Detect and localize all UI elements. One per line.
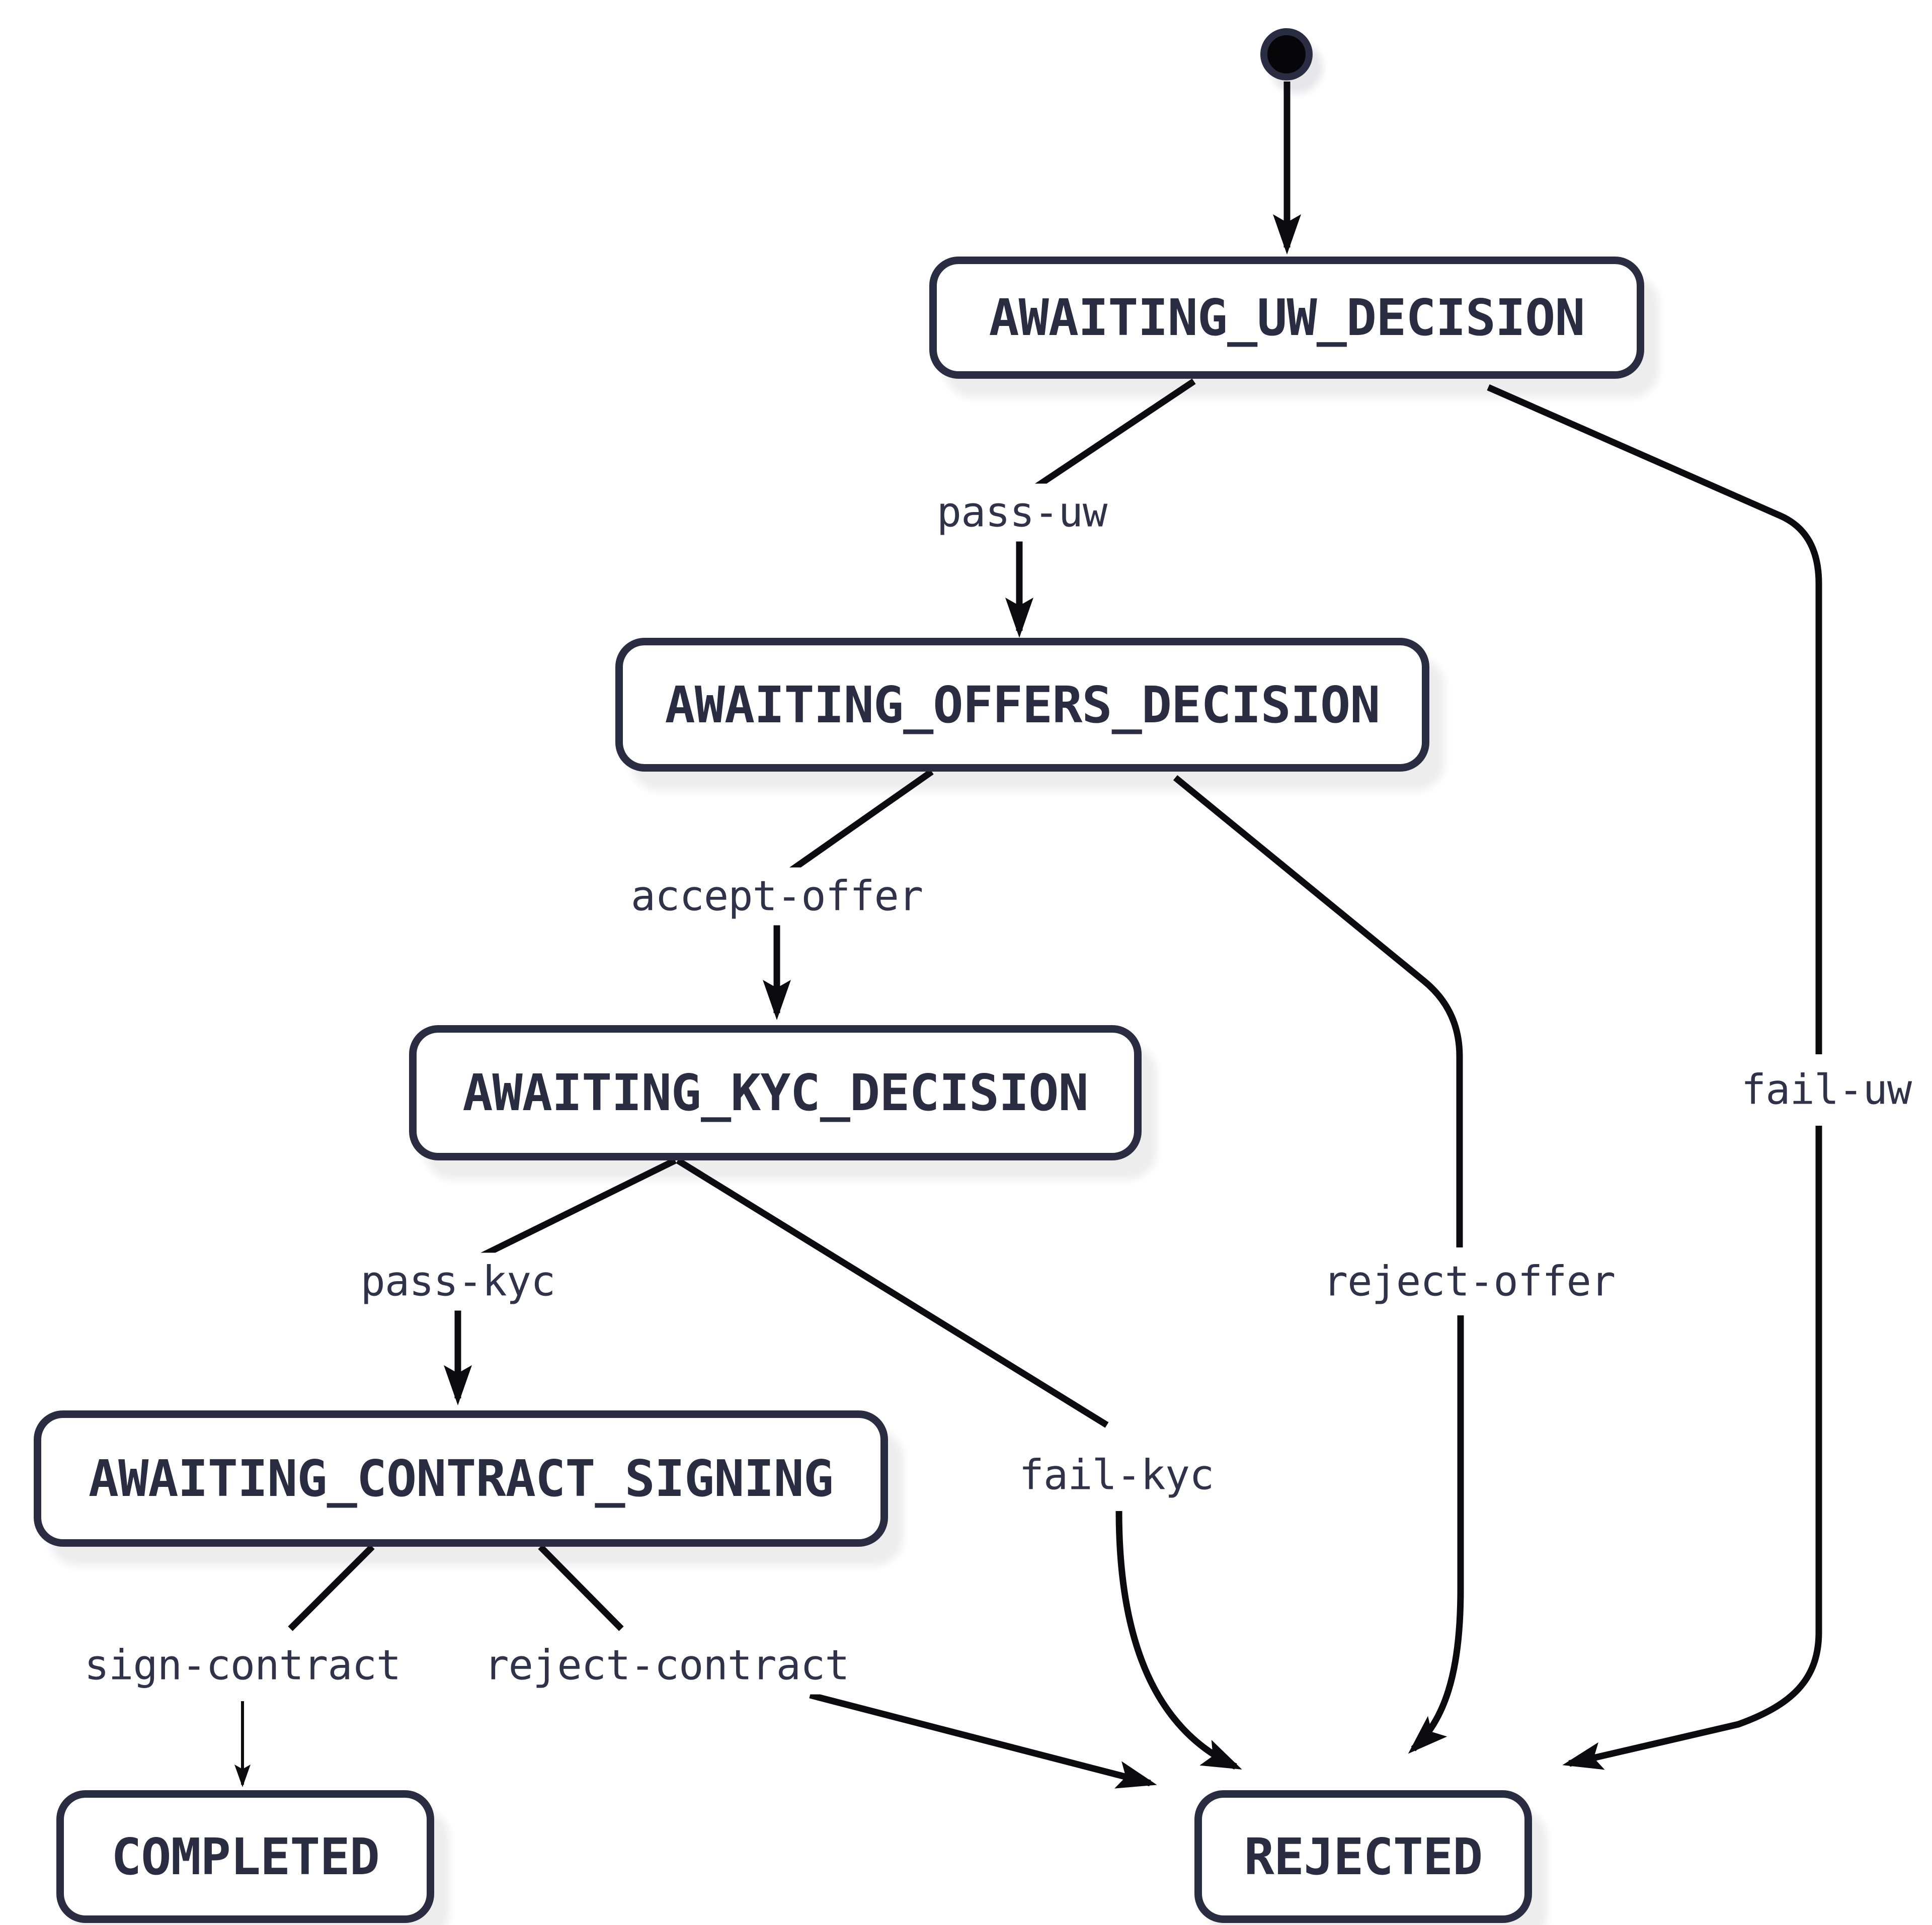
state-label-rejected: REJECTED [1244,1827,1483,1886]
state-label-awaiting-offers-decision: AWAITING_OFFERS_DECISION [665,675,1381,734]
edge-fail-kyc-arrow [1115,1511,1242,1770]
edge-sign-contract-upper [288,1544,375,1631]
state-label-awaiting-kyc-decision: AWAITING_KYC_DECISION [462,1063,1088,1122]
edge-reject-contract-arrow [809,1692,1157,1789]
edge-label-reject-offer: reject-offer [1312,1252,1627,1311]
edge-reject-offer-arrow [1408,1315,1464,1754]
edge-fail-uw-upper [1487,384,1822,1054]
initial-state-dot [1260,28,1313,80]
edge-fail-kyc-upper [676,1157,1109,1428]
state-awaiting-kyc-decision: AWAITING_KYC_DECISION [409,1025,1142,1160]
state-rejected: REJECTED [1194,1790,1532,1923]
edge-label-pass-kyc: pass-kyc [349,1252,567,1311]
state-label-awaiting-contract-signing: AWAITING_CONTRACT_SIGNING [88,1449,834,1508]
state-label-awaiting-uw-decision: AWAITING_UW_DECISION [989,288,1585,347]
edge-reject-contract-upper [538,1544,624,1631]
state-completed: COMPLETED [56,1790,434,1923]
state-awaiting-uw-decision: AWAITING_UW_DECISION [929,257,1644,379]
edge-label-reject-contract: reject-contract [473,1636,860,1695]
edge-label-accept-offer: accept-offer [619,867,934,926]
edge-label-sign-contract: sign-contract [73,1636,412,1695]
edge-label-fail-kyc: fail-kyc [1008,1446,1225,1504]
edge-fail-uw-arrow [1562,1126,1822,1770]
edge-label-fail-uw: fail-uw [1730,1061,1923,1119]
state-awaiting-offers-decision: AWAITING_OFFERS_DECISION [615,638,1429,772]
edge-label-pass-uw: pass-uw [925,483,1118,542]
edge-reject-offer-upper [1173,775,1463,1247]
state-label-completed: COMPLETED [111,1827,380,1886]
state-awaiting-contract-signing: AWAITING_CONTRACT_SIGNING [34,1410,888,1547]
